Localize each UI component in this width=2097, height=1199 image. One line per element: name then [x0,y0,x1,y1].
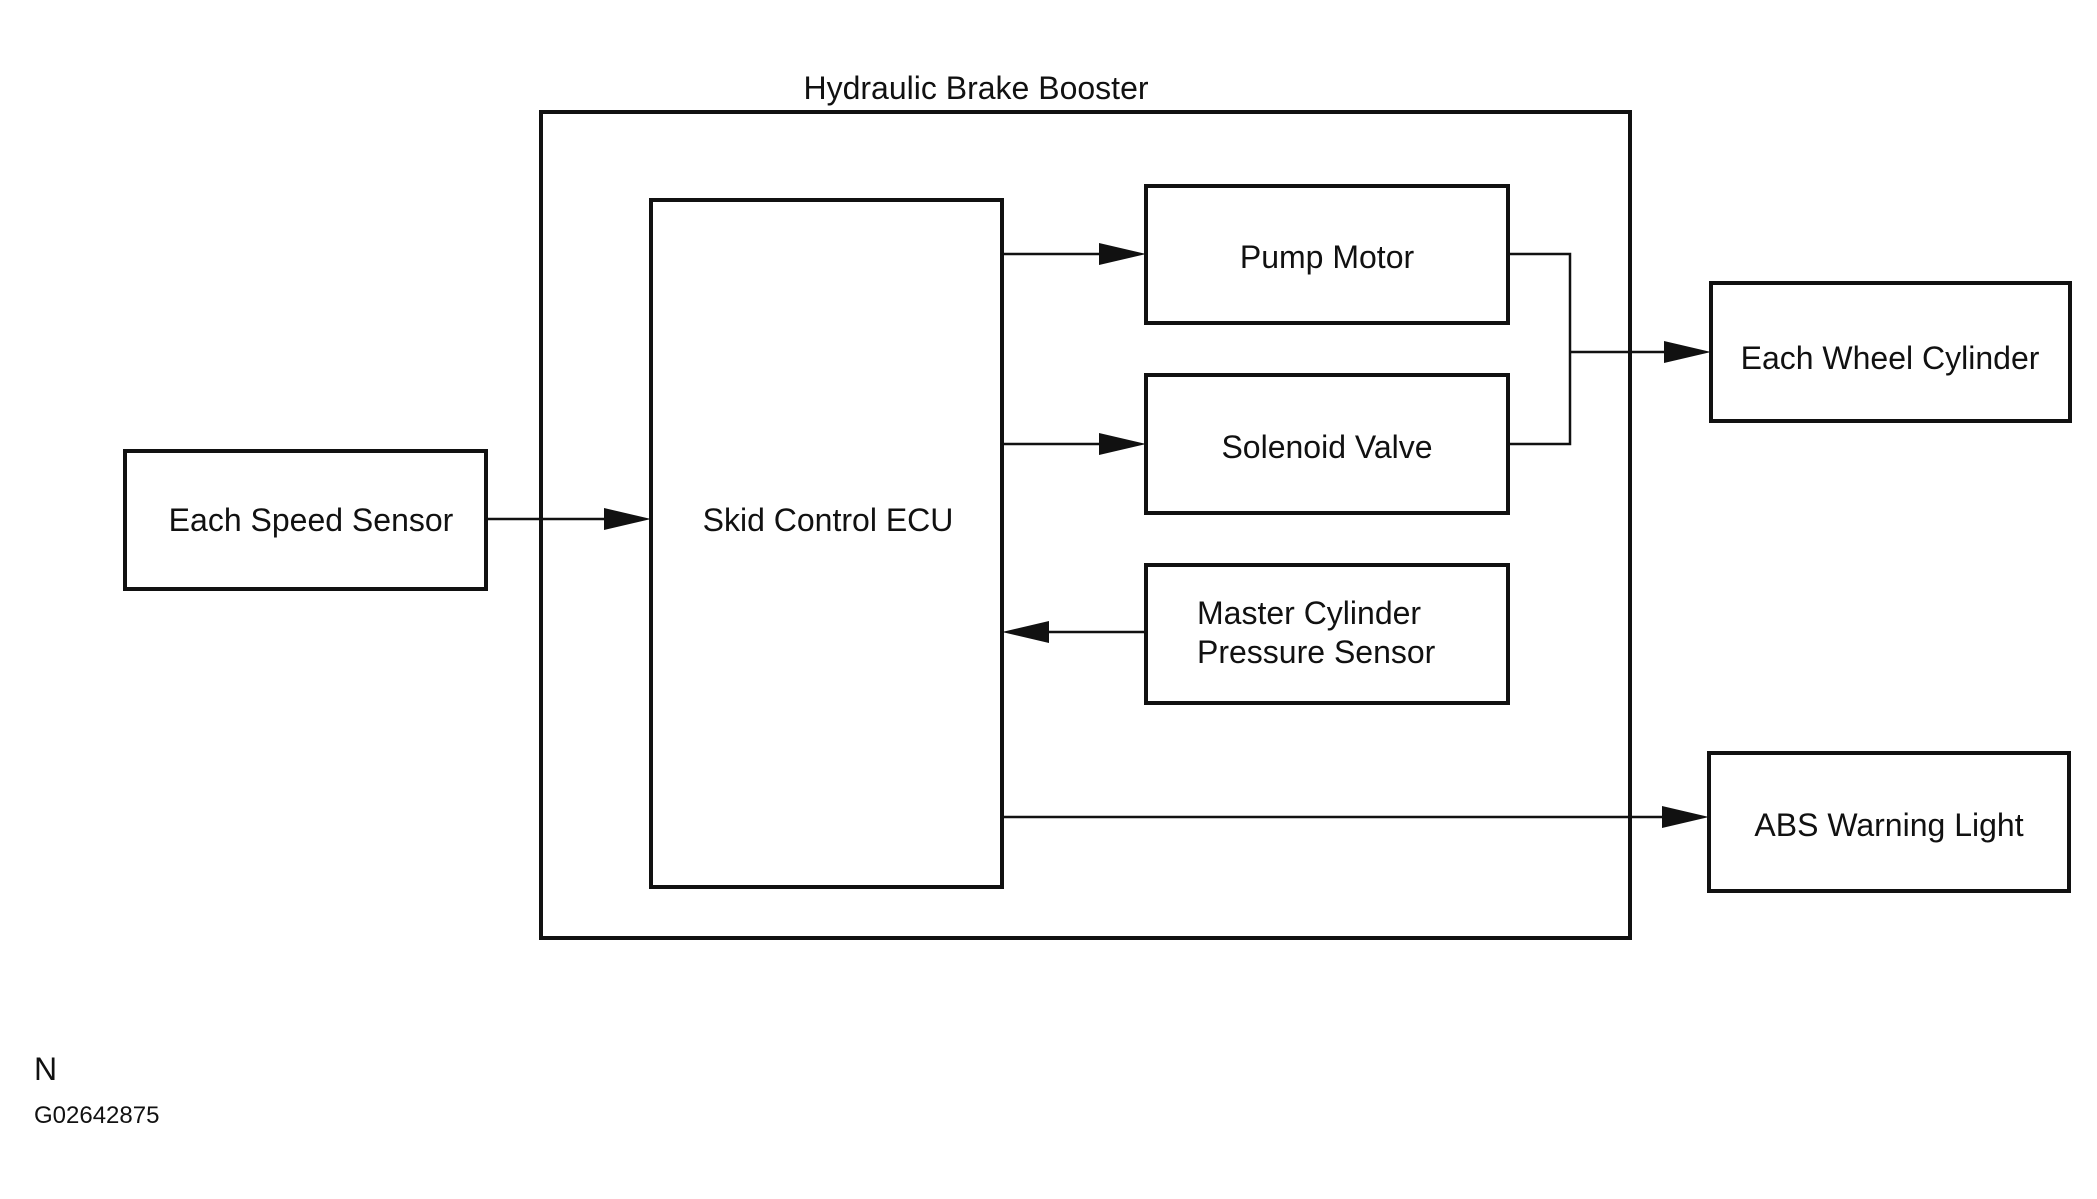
hydraulic-brake-booster-label: Hydraulic Brake Booster [803,70,1148,106]
master-cylinder-pressure-sensor-box [1144,563,1510,705]
figure-id: G02642875 [34,1102,159,1129]
pump-motor-label: Pump Motor [1240,239,1415,275]
master-cylinder-label-line1: Master Cylinder [1197,595,1421,631]
arrow-pump-and-valve-to-wheel-cylinder [1508,252,1711,446]
master-cylinder-label-line2: Pressure Sensor [1197,634,1436,670]
arrow-ecu-to-solenoid-valve [1002,433,1146,455]
arrow-master-cylinder-to-ecu [1002,621,1146,643]
speed-sensor-label: Each Speed Sensor [169,502,454,538]
solenoid-valve-label: Solenoid Valve [1221,429,1432,465]
arrow-speed-sensor-to-ecu [486,508,651,530]
speed-sensor-box [123,449,488,591]
skid-control-ecu-label: Skid Control ECU [703,502,954,538]
skid-control-ecu-box [649,198,1004,889]
pump-motor-box [1144,184,1510,325]
abs-warning-light-label: ABS Warning Light [1754,807,2023,843]
abs-warning-light-box [1707,751,2071,893]
orientation-mark: N [34,1051,57,1087]
arrow-ecu-to-abs-warning-light [1002,806,1709,828]
arrow-ecu-to-pump-motor [1002,243,1146,265]
wheel-cylinder-label: Each Wheel Cylinder [1741,340,2040,376]
